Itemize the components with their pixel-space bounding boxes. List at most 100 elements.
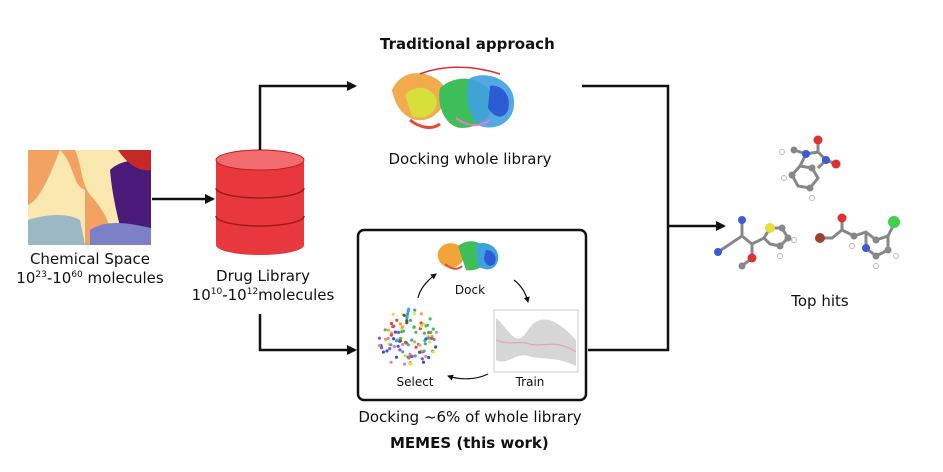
select-dot [407, 307, 411, 311]
select-dot [418, 343, 422, 347]
select-dot [392, 344, 396, 349]
select-dot [398, 348, 402, 352]
select-dot [388, 347, 392, 351]
train-gp-plot [493, 309, 579, 373]
select-dot [385, 349, 389, 353]
select-dot [377, 344, 382, 348]
chemical-space-range: 1023-1060 molecules [16, 269, 164, 287]
arrow-library-to-memes [258, 314, 357, 355]
select-dot [431, 350, 435, 354]
select-dot [425, 323, 429, 327]
select-dot [422, 331, 426, 335]
select-dot [409, 354, 413, 359]
select-dot [392, 337, 396, 341]
drug-library-title: Drug Library [216, 267, 310, 285]
chemical-space-title: Chemical Space [29, 250, 151, 268]
select-dot [414, 345, 418, 349]
select-dot [401, 350, 405, 354]
select-dot [419, 312, 423, 316]
select-dot [377, 336, 381, 340]
select-dot [413, 340, 417, 344]
select-dot [400, 325, 405, 329]
drug-library-cylinder [215, 149, 305, 255]
select-dot [406, 343, 410, 347]
select-dot [386, 328, 391, 332]
select-dot [420, 357, 424, 361]
select-dot [400, 330, 404, 334]
select-dot [427, 336, 431, 340]
select-dot [418, 350, 422, 354]
select-dot [430, 336, 434, 341]
select-dot [419, 321, 423, 325]
select-dot [414, 330, 418, 334]
select-dot [403, 354, 407, 358]
select-dot [410, 338, 414, 342]
protein-structure-memes [437, 241, 499, 271]
select-dot [398, 337, 402, 341]
select-dot [396, 344, 400, 348]
cycle-train-label: Train [515, 375, 545, 389]
memes-title: MEMES (this work) [390, 434, 549, 452]
cycle-arrow-select-to-dock [417, 273, 437, 299]
select-dot [422, 349, 426, 353]
chemical-space-image [28, 150, 151, 245]
select-dot [429, 330, 433, 334]
select-dot [424, 354, 428, 358]
select-dot [386, 336, 390, 341]
drug-library-label: Drug Library 1010-1012molecules [178, 267, 348, 305]
select-dot [408, 318, 413, 322]
select-dot [391, 312, 395, 316]
molecule-left [714, 216, 797, 270]
select-dot [428, 317, 432, 321]
line-memes-to-merge [588, 226, 670, 352]
select-dot [409, 362, 413, 366]
select-dot [392, 324, 396, 328]
select-dot [401, 342, 405, 346]
select-dot [413, 354, 417, 358]
select-dot [412, 312, 416, 316]
cycle-arrow-train-to-select [447, 373, 489, 381]
traditional-caption: Docking whole library [388, 150, 552, 168]
select-dot [383, 328, 387, 332]
select-dot [389, 321, 393, 326]
select-dot [419, 325, 423, 329]
select-dot [397, 330, 401, 334]
drug-library-range: 1010-1012molecules [191, 286, 335, 304]
select-dot [394, 339, 399, 343]
cycle-arrow-dock-to-train [513, 279, 530, 303]
select-dot [405, 314, 409, 318]
select-dot [379, 346, 384, 350]
select-dot [434, 345, 438, 349]
molecule-top [779, 135, 841, 201]
select-dot [403, 362, 407, 366]
select-scatter [377, 307, 438, 366]
select-dot [381, 350, 385, 354]
select-dot [424, 337, 428, 341]
select-dot [423, 342, 427, 346]
select-dot [389, 360, 393, 364]
select-dot [393, 330, 397, 334]
select-dot [432, 337, 436, 341]
select-dot [431, 327, 435, 331]
select-dot [428, 340, 432, 344]
select-dot [398, 322, 403, 326]
select-dot [434, 330, 438, 334]
select-dot [404, 340, 408, 344]
select-dot [398, 339, 402, 343]
select-dot [427, 355, 431, 360]
select-dot [384, 337, 388, 341]
select-dot [412, 325, 416, 329]
select-dot [389, 333, 393, 337]
select-dot [406, 355, 410, 359]
select-dot [389, 343, 393, 347]
select-dot [402, 313, 406, 317]
chemical-space-label: Chemical Space 1023-1060 molecules [0, 250, 180, 288]
line-traditional-to-merge [582, 84, 670, 226]
select-dot [395, 318, 399, 322]
select-dot [413, 308, 417, 312]
select-dot [394, 355, 399, 359]
memes-caption: Docking ~6% of whole library [358, 408, 582, 426]
select-dot [421, 360, 426, 364]
cycle-select-label: Select [396, 375, 434, 389]
